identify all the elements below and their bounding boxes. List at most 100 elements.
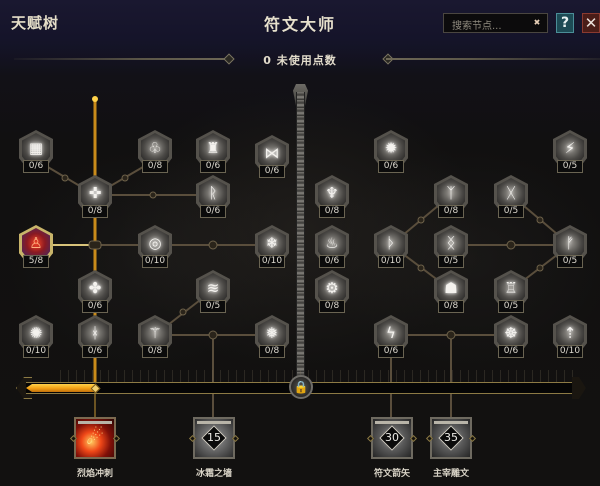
node-points: 0/5 — [498, 300, 524, 313]
node-icon-bg — [141, 228, 169, 258]
ability-name: 烈焰冲刺 — [76, 469, 113, 479]
flame-dash-icon: ☄ — [86, 425, 104, 449]
header-divider-left — [14, 58, 230, 60]
gear-rune-icon: ⚙ — [325, 279, 339, 297]
wind-swirl-icon: ≋ — [206, 279, 220, 297]
node-points: 0/5 — [498, 205, 524, 218]
ability-slot[interactable]: ☄ — [69, 417, 121, 459]
rune-grid-icon: ᚠ — [565, 234, 575, 252]
node-points: 0/6 — [498, 345, 524, 358]
header-bar: 天赋树 符文大师 0 未使用点数 ✖ ? ✕ — [0, 0, 600, 75]
node-points: 0/6 — [200, 160, 226, 173]
talent-node[interactable]: ⇡0/10 — [553, 315, 587, 359]
progress-fill — [26, 384, 96, 392]
ability-topbar — [197, 421, 231, 424]
ability-name: 冰霜之墙 — [195, 469, 232, 479]
tower-sparks-icon: ♖ — [504, 279, 518, 297]
search-box[interactable]: ✖ — [443, 13, 548, 36]
ability-topbar — [434, 421, 468, 424]
ability-slot[interactable]: 30 — [366, 417, 418, 459]
talent-node[interactable]: ⚡0/5 — [553, 130, 587, 174]
node-points: 0/8 — [438, 205, 464, 218]
talent-node[interactable]: ♆0/8 — [315, 175, 349, 219]
help-button[interactable]: ? — [556, 13, 574, 33]
progress-cap-right — [572, 377, 586, 399]
triple-orb-icon: ♧ — [148, 139, 162, 157]
snowflake-icon: ❄ — [265, 234, 279, 252]
node-icon-bg — [556, 228, 584, 258]
talent-node[interactable]: ᚷ 0/5 — [494, 175, 528, 219]
close-button[interactable]: ✕ — [582, 13, 600, 33]
triple-rune-icon: ᛝ — [446, 234, 456, 252]
node-points: 0/8 — [142, 345, 168, 358]
node-icon-bg — [141, 318, 169, 348]
talent-node[interactable]: ❄0/10 — [255, 225, 289, 269]
talent-node[interactable]: ✤0/6 — [78, 270, 112, 314]
lightning-figure-icon: ϟ — [386, 324, 396, 342]
node-points: 0/10 — [557, 345, 583, 358]
node-points: 0/5 — [557, 255, 583, 268]
search-input[interactable] — [444, 17, 532, 36]
talent-node[interactable]: ▦ 0/6 — [19, 130, 53, 174]
book-pages-icon: ▦ — [28, 139, 44, 157]
rune-crown-icon: ♆ — [325, 184, 339, 202]
unlock-level: 35 — [444, 431, 458, 444]
ability-slot[interactable]: 15 — [188, 417, 240, 459]
node-points: 0/6 — [319, 255, 345, 268]
talent-node[interactable]: ❅0/8 — [255, 315, 289, 359]
clear-search-icon[interactable]: ✖ — [533, 18, 541, 27]
node-icon-bg — [199, 273, 227, 303]
frost-spray-icon: ⚚ — [148, 324, 162, 342]
talent-node[interactable]: ᛝ 0/5 — [434, 225, 468, 269]
rune-wheel-icon: ☸ — [504, 324, 518, 342]
node-icon-bg — [556, 133, 584, 163]
node-points: 0/6 — [259, 165, 285, 178]
talent-node[interactable]: ☸ 0/6 — [494, 315, 528, 359]
talent-node[interactable]: ♧ 0/8 — [138, 130, 172, 174]
frost-ring-icon: ◎ — [148, 234, 162, 252]
node-points: 0/8 — [142, 160, 168, 173]
talent-node[interactable]: ☗ 0/8 — [434, 270, 468, 314]
talent-node[interactable]: ♜0/6 — [196, 130, 230, 174]
ability-slot[interactable]: 35 — [425, 417, 477, 459]
web-circle-icon: ✺ — [29, 324, 43, 342]
rune-cross-icon: ⋈ — [264, 144, 280, 162]
hooded-figure-icon: ☗ — [444, 279, 458, 297]
rune-flame-icon: ♨ — [325, 234, 339, 252]
talent-node[interactable]: ✺0/10 — [19, 315, 53, 359]
talent-node[interactable]: ♖ 0/5 — [494, 270, 528, 314]
runes-row-icon: ᚼ — [90, 324, 100, 342]
talent-node[interactable]: ⚚ 0/8 — [138, 315, 172, 359]
talent-node[interactable]: ⋈ 0/6 — [255, 135, 289, 179]
talent-node[interactable]: ♨ 0/6 — [315, 225, 349, 269]
node-points: 0/5 — [438, 255, 464, 268]
talent-node[interactable]: ᚼ 0/6 — [78, 315, 112, 359]
light-burst-icon: ⚡ — [564, 139, 576, 157]
tree-title: 符文大师 — [263, 15, 336, 34]
ability-name: 主宰雕文 — [432, 469, 469, 479]
node-points: 0/6 — [82, 345, 108, 358]
node-points: 0/6 — [23, 160, 49, 173]
node-icon-bg — [199, 178, 227, 208]
talent-node[interactable]: ᚠ 0/5 — [553, 225, 587, 269]
rune-glyphs-icon: ᚷ — [506, 184, 516, 202]
node-points: 0/5 — [200, 300, 226, 313]
talent-node[interactable]: ✹0/6 — [374, 130, 408, 174]
panel-title: 天赋树 — [11, 14, 60, 32]
ability-topbar — [375, 421, 409, 424]
node-points: 0/8 — [259, 345, 285, 358]
talent-node[interactable]: ◎0/10 — [138, 225, 172, 269]
node-icon-bg — [199, 133, 227, 163]
spiked-orb-icon: ✹ — [384, 139, 398, 157]
node-points: 0/8 — [319, 300, 345, 313]
talent-node[interactable]: ✜0/8 — [78, 175, 112, 219]
talent-node[interactable]: ≋ 0/5 — [196, 270, 230, 314]
talent-node[interactable]: ⚙ 0/8 — [315, 270, 349, 314]
node-points: 0/8 — [438, 300, 464, 313]
talent-node[interactable]: ♙5/8 — [19, 225, 53, 269]
